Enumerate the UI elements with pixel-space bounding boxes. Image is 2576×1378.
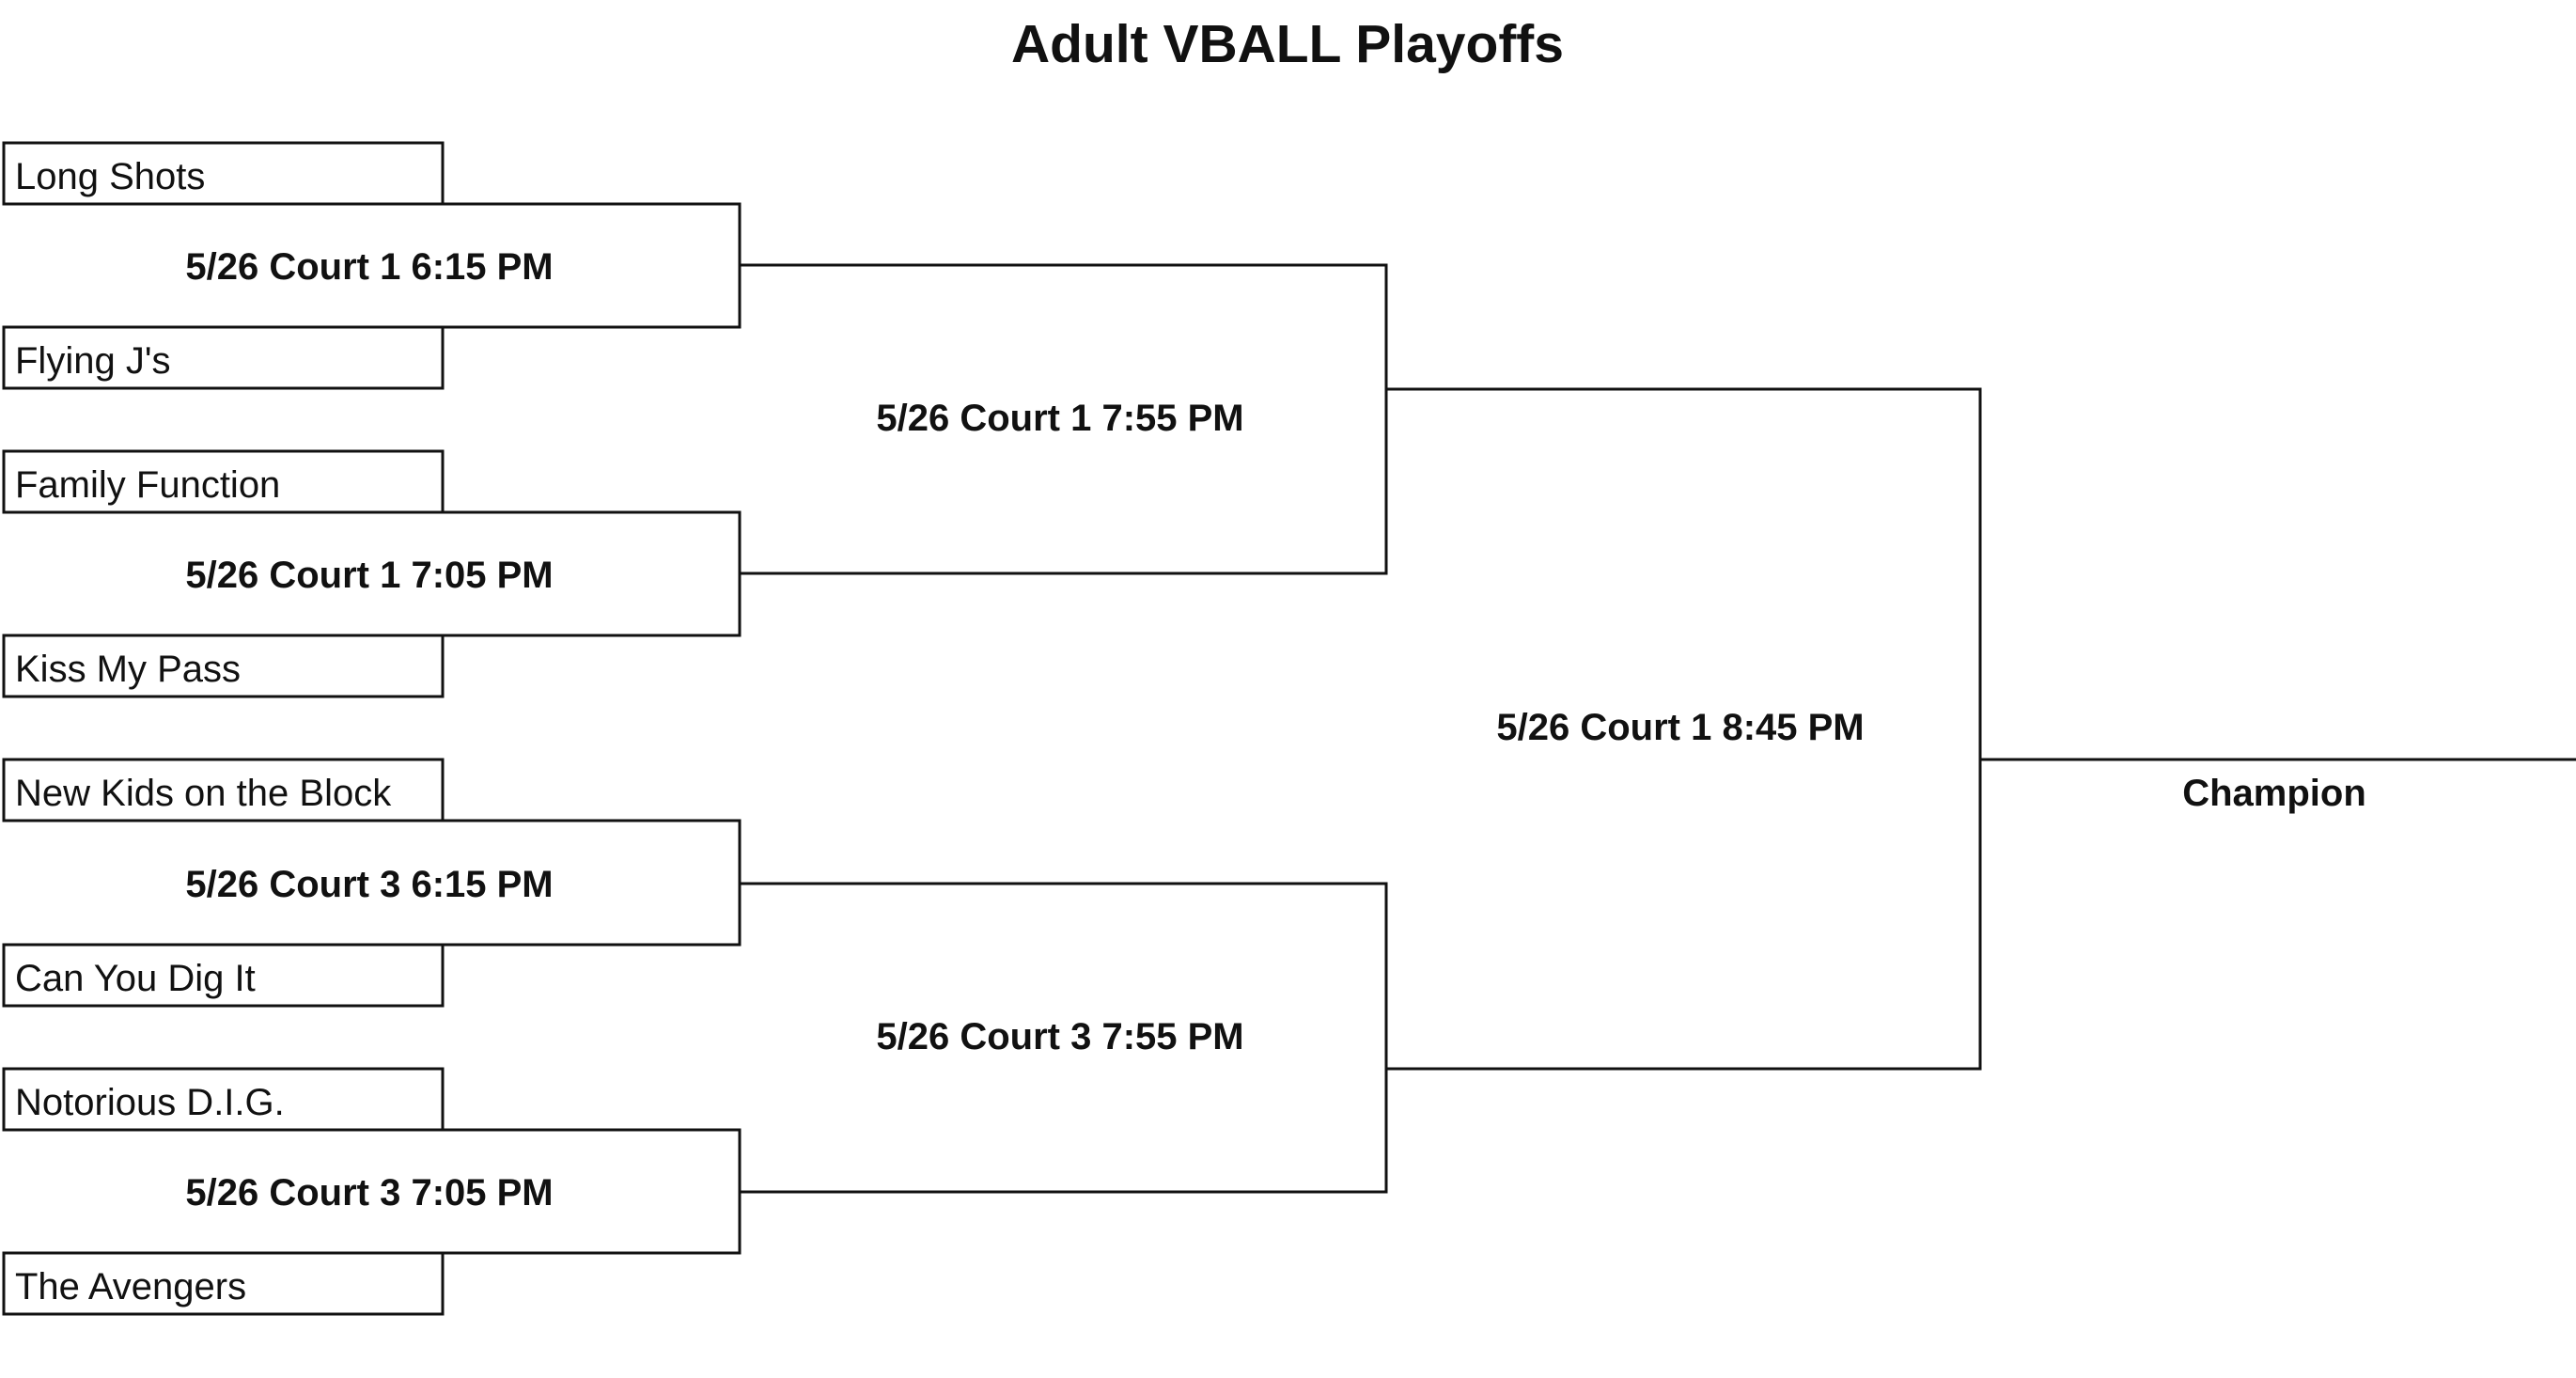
team-slot-8 (2, 1251, 445, 1316)
bracket-title: Adult VBALL Playoffs (1011, 14, 1564, 74)
semifinal-label-1: 5/26 Court 1 7:55 PM (876, 398, 1243, 439)
round1-match-1: Long Shots 5/26 Court 1 6:15 PM Flying J… (2, 141, 742, 390)
team-name-5: New Kids on the Block (15, 773, 392, 814)
final-connector (1386, 387, 1982, 1071)
team-name-3: Family Function (15, 464, 280, 506)
round1-match-2: Family Function 5/26 Court 1 7:05 PM Kis… (2, 449, 742, 698)
semifinal-connector-1 (740, 263, 1388, 575)
match-label-1: 5/26 Court 1 6:15 PM (185, 246, 553, 288)
team-slot-2 (2, 325, 445, 390)
team-name-8: The Avengers (15, 1266, 246, 1308)
champion-label: Champion (2182, 773, 2366, 814)
team-name-1: Long Shots (15, 156, 205, 197)
team-name-7: Notorious D.I.G. (15, 1082, 285, 1123)
semifinal-connector-2 (740, 882, 1388, 1194)
team-slot-7 (2, 1067, 445, 1132)
match-label-3: 5/26 Court 3 6:15 PM (185, 864, 553, 905)
round1-match-4: Notorious D.I.G. 5/26 Court 3 7:05 PM Th… (2, 1067, 742, 1316)
final-label: 5/26 Court 1 8:45 PM (1496, 707, 1864, 748)
team-slot-6 (2, 943, 445, 1008)
final-match: 5/26 Court 1 8:45 PM (1386, 387, 1982, 1071)
team-slot-1 (2, 141, 445, 206)
round1-match-3: New Kids on the Block 5/26 Court 3 6:15 … (2, 758, 742, 1008)
team-slot-3 (2, 449, 445, 514)
round2-match-1: 5/26 Court 1 7:55 PM (740, 263, 1388, 575)
team-slot-5 (2, 758, 445, 822)
team-name-4: Kiss My Pass (15, 649, 241, 690)
semifinal-label-2: 5/26 Court 3 7:55 PM (876, 1016, 1243, 1057)
team-name-2: Flying J's (15, 340, 170, 382)
match-label-2: 5/26 Court 1 7:05 PM (185, 555, 553, 596)
team-name-6: Can You Dig It (15, 958, 256, 999)
team-slot-4 (2, 634, 445, 698)
champion-slot: Champion (1980, 758, 2576, 814)
match-label-4: 5/26 Court 3 7:05 PM (185, 1172, 553, 1214)
round2-match-2: 5/26 Court 3 7:55 PM (740, 882, 1388, 1194)
